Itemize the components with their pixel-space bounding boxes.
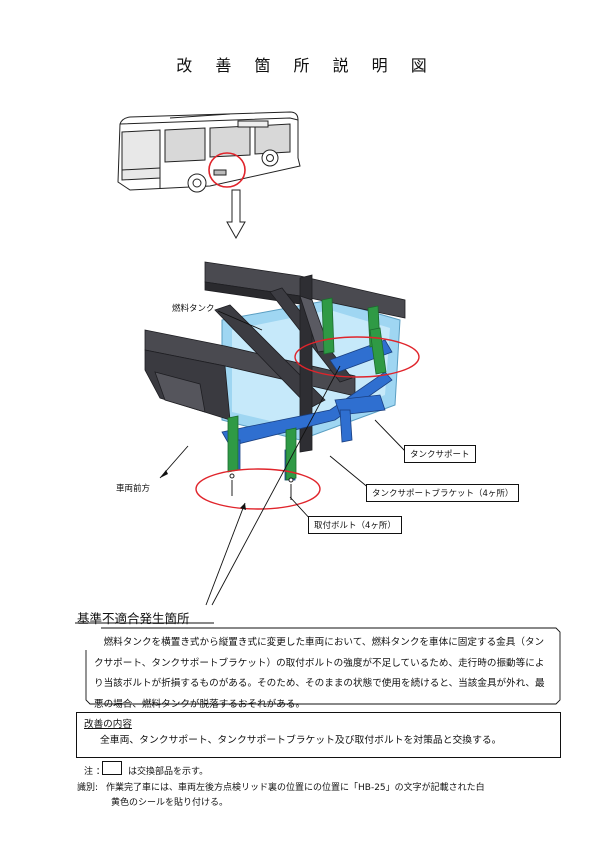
mounting-bolt-label: 取付ボルト（4ヶ所）: [308, 516, 402, 534]
front-direction-label: 車両前方: [116, 484, 151, 494]
fuel-tank-label: 燃料タンク: [172, 304, 215, 314]
upper-highlight-circle: [294, 336, 420, 378]
remedy-description: 全車両、タンクサポート、タンクサポートブラケット及び取付ボルトを対策品と交換する…: [100, 735, 502, 746]
replacement-part-swatch: [102, 761, 122, 775]
tank-support-bracket-label: タンクサポートブラケット（4ヶ所）: [366, 484, 520, 502]
lower-highlight-circle: [195, 468, 321, 510]
remedy-heading: 改善の内容: [84, 719, 132, 730]
down-arrow-icon: [226, 189, 246, 240]
identification-label: 識別:: [77, 783, 99, 793]
description-frame: [85, 627, 561, 705]
defect-heading: 基準不適合発生箇所: [77, 611, 190, 626]
note-label: 注 ：: [84, 767, 105, 777]
note-text: は交換部品を示す。: [128, 767, 209, 777]
remedy-box: [76, 712, 561, 758]
bus-illustration: [117, 111, 301, 193]
identification-text-line2: 黄色のシールを貼り付ける。: [111, 798, 229, 808]
front-direction-arrow-icon: [160, 470, 168, 478]
replacement-parts: [227, 297, 387, 481]
bolts: [229, 473, 294, 500]
bus-highlight-circle: [208, 152, 246, 188]
tank-support-label: タンクサポート: [404, 445, 476, 463]
page-title: 改 善 箇 所 説 明 図: [176, 56, 436, 75]
defect-description: 燃料タンクを横置き式から縦置き式に変更した車両において、燃料タンクを車体に固定す…: [94, 637, 545, 710]
chassis-frame: [144, 261, 406, 453]
identification-text-line1: 作業完了車には、車両左後方点検リッド裏の位置にの位置に「HB-25」の文字が記載…: [106, 783, 485, 793]
